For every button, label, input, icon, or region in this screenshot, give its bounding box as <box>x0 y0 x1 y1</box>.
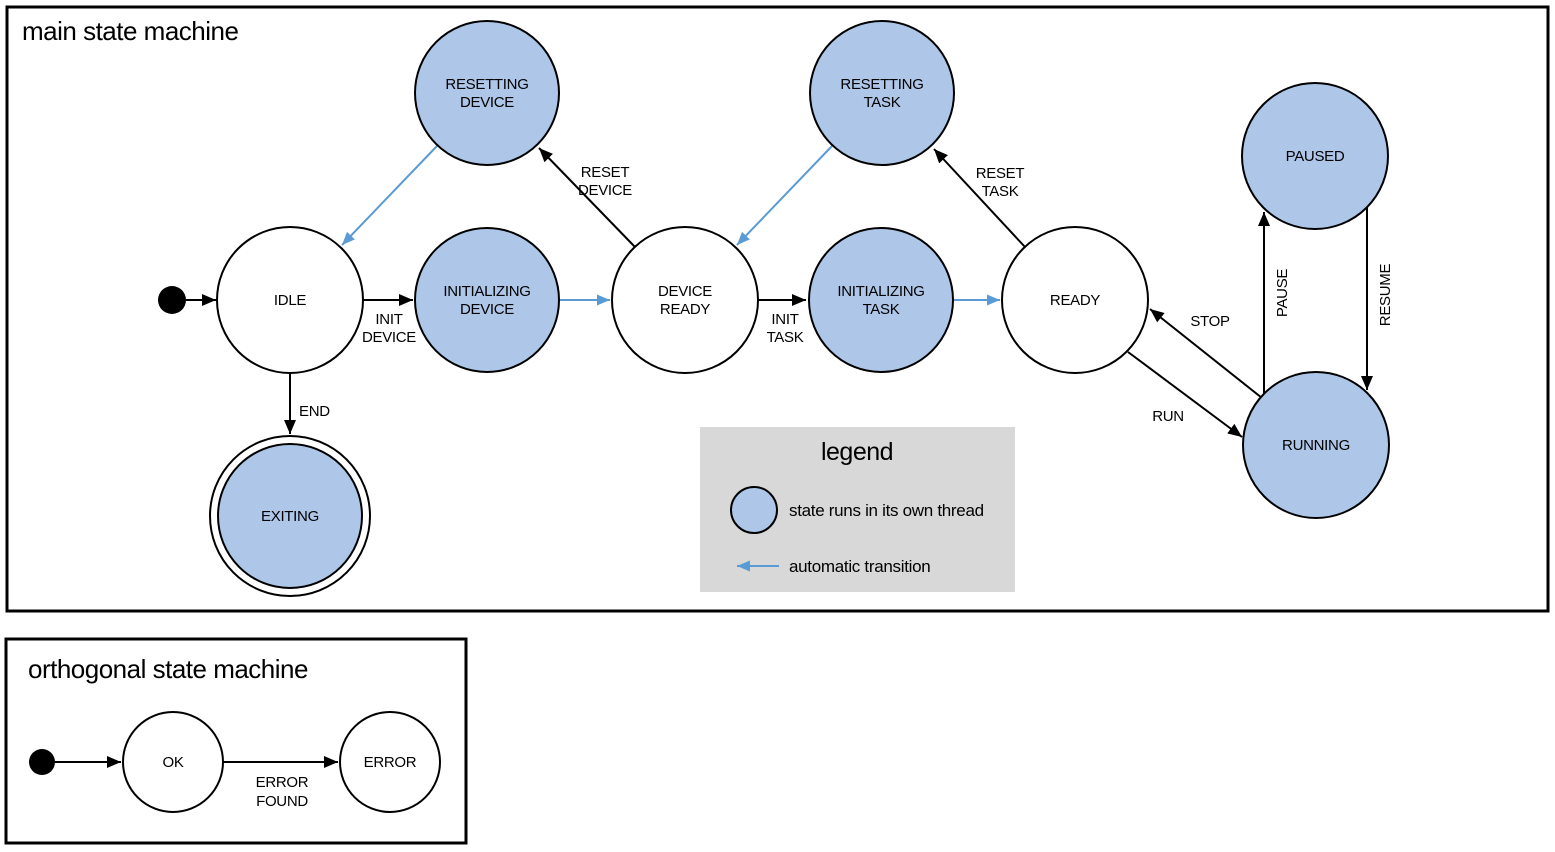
state-device-ready-label-line2: READY <box>660 301 710 318</box>
transition-device-ready-to-resetting-device <box>538 147 636 248</box>
state-idle-label: IDLE <box>274 292 306 309</box>
legend-title: legend <box>821 438 893 466</box>
state-device-ready-label-line1: DEVICE <box>658 283 712 300</box>
start-state-main <box>158 286 216 314</box>
state-resetting-device: RESETTING DEVICE <box>414 20 560 166</box>
state-paused: PAUSED <box>1241 82 1389 230</box>
label-error-found-line2: FOUND <box>256 793 308 810</box>
legend: legend state runs in its own thread auto… <box>700 427 1015 592</box>
state-initializing-device-circle <box>414 227 560 373</box>
main-transition-labels: INIT DEVICE RESET DEVICE INIT TASK RESET… <box>299 164 1394 425</box>
state-ok: OK <box>122 711 224 813</box>
state-ready: READY <box>1001 226 1149 374</box>
state-error-circle <box>339 711 441 813</box>
legend-automatic-transition-label: automatic transition <box>789 557 930 576</box>
state-resetting-device-label-line2: DEVICE <box>460 94 514 111</box>
state-initializing-task: INITIALIZING TASK <box>808 227 954 373</box>
main-transitions <box>284 145 1373 438</box>
state-error: ERROR <box>339 711 441 813</box>
state-initializing-device-label-line1: INITIALIZING <box>443 283 530 300</box>
orthogonal-machine-title: orthogonal state machine <box>28 654 308 684</box>
state-running-circle <box>1242 371 1390 519</box>
label-error-found-line1: ERROR <box>256 774 309 791</box>
state-exiting-inner-circle <box>217 443 363 589</box>
label-pause: PAUSE <box>1274 269 1291 318</box>
state-paused-label: PAUSED <box>1286 148 1345 165</box>
label-init-device-line2: DEVICE <box>362 329 416 346</box>
state-ready-label: READY <box>1050 292 1100 309</box>
state-device-ready-circle <box>611 226 759 374</box>
label-reset-task-line1: RESET <box>976 165 1025 182</box>
state-initializing-device: INITIALIZING DEVICE <box>414 227 560 373</box>
legend-threaded-state-label: state runs in its own thread <box>789 501 984 520</box>
transition-resetting-task-to-device-ready-auto <box>736 145 833 246</box>
label-reset-device-line2: DEVICE <box>578 182 632 199</box>
transition-resetting-device-to-idle-auto <box>341 145 438 246</box>
label-reset-task-line2: TASK <box>982 183 1019 200</box>
state-resetting-task: RESETTING TASK <box>809 20 955 166</box>
state-idle-circle <box>216 226 364 374</box>
label-init-task-line1: INIT <box>771 311 798 328</box>
start-dot-icon <box>158 286 186 314</box>
orthogonal-machine-frame <box>4 637 468 845</box>
label-reset-device-line1: RESET <box>581 164 630 181</box>
start-dot-icon <box>29 749 55 775</box>
state-resetting-device-circle <box>414 20 560 166</box>
state-paused-circle <box>1241 82 1389 230</box>
label-stop: STOP <box>1190 313 1230 330</box>
label-resume: RESUME <box>1377 264 1394 327</box>
state-running: RUNNING <box>1242 371 1390 519</box>
label-run: RUN <box>1152 408 1184 425</box>
state-ready-circle <box>1001 226 1149 374</box>
main-machine-title: main state machine <box>22 16 238 46</box>
label-init-task-line2: TASK <box>767 329 804 346</box>
state-idle: IDLE <box>216 226 364 374</box>
state-exiting-final: EXITING <box>209 435 371 597</box>
legend-threaded-state-icon <box>730 486 778 534</box>
state-initializing-task-label-line2: TASK <box>863 301 900 318</box>
label-init-device-line1: INIT <box>375 311 402 328</box>
transition-running-to-ready <box>1149 308 1263 399</box>
state-exiting-label: EXITING <box>261 508 319 525</box>
state-resetting-device-label-line1: RESETTING <box>445 76 528 93</box>
state-resetting-task-label-line2: TASK <box>864 94 901 111</box>
label-end: END <box>299 403 330 420</box>
orthogonal-machine: orthogonal state machine OK ERROR FOUND … <box>4 637 468 845</box>
main-machine-frame <box>5 5 1550 613</box>
state-error-label: ERROR <box>364 754 417 771</box>
state-ok-label: OK <box>162 754 183 771</box>
state-initializing-device-label-line2: DEVICE <box>460 301 514 318</box>
transition-ready-to-resetting-task <box>933 148 1026 248</box>
state-running-label: RUNNING <box>1282 437 1350 454</box>
state-device-ready: DEVICE READY <box>611 226 759 374</box>
state-resetting-task-label-line1: RESETTING <box>840 76 923 93</box>
state-initializing-task-label-line1: INITIALIZING <box>837 283 924 300</box>
transition-ready-to-running <box>1127 351 1243 438</box>
state-resetting-task-circle <box>809 20 955 166</box>
state-initializing-task-circle <box>808 227 954 373</box>
